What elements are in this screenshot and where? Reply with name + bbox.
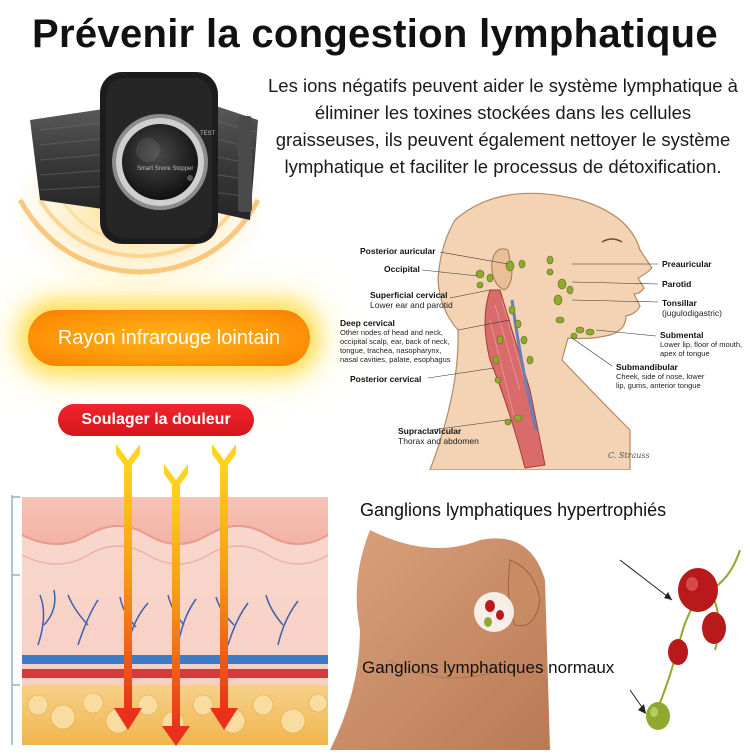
- label-posterior-cervical: Posterior cervical: [350, 374, 421, 384]
- arrow-right: [210, 444, 238, 730]
- neck-photo: [330, 520, 560, 750]
- label-tonsillar: Tonsillar: [662, 298, 697, 308]
- illustrator-signature: C. Strauss: [608, 451, 650, 460]
- label-parotid: Parotid: [662, 279, 691, 289]
- label-superficial-cervical: Superficial cervical: [370, 290, 448, 300]
- label-tonsillar-desc: (jugulodigastric): [662, 308, 722, 318]
- snore-stopper-device-image: Smart Snore Stopper TEST: [0, 60, 270, 295]
- label-supraclavicular: Supraclavicular: [398, 426, 462, 436]
- infrared-arrows: [114, 444, 238, 746]
- label-submental: Submental: [660, 330, 703, 340]
- normal-nodes-label: Ganglions lymphatiques normaux: [362, 658, 615, 677]
- neck-lymph-anatomy-illustration: Posterior auricular Occipital Superficia…: [340, 190, 745, 471]
- arrow-left: [114, 444, 142, 730]
- label-deep-cervical: Deep cervical: [340, 318, 395, 328]
- device-brand-text: Smart Snore Stopper: [137, 166, 193, 172]
- label-deep-cervical-desc: Other nodes of head and neck, occipital …: [340, 328, 451, 364]
- label-submental-desc: Lower lip, floor of mouth, apex of tongu…: [660, 340, 743, 358]
- enlarged-nodes-label: Ganglions lymphatiques hypertrophiés: [360, 500, 667, 520]
- label-superficial-cervical-desc: Lower ear and parotid: [370, 300, 453, 310]
- lymph-nodes-illustration: [560, 540, 750, 750]
- label-preauricular: Preauricular: [662, 259, 712, 269]
- label-occipital: Occipital: [384, 264, 420, 274]
- label-supraclavicular-desc: Thorax and abdomen: [398, 436, 479, 446]
- pain-relief-badge: Soulager la douleur: [58, 404, 254, 436]
- device-side-text: TEST: [200, 131, 216, 137]
- label-submandibular-desc: Cheek, side of nose, lower lip, gums, an…: [616, 372, 705, 390]
- page-title: Prévenir la congestion lymphatique: [32, 12, 718, 56]
- intro-paragraph: Les ions négatifs peuvent aider le systè…: [268, 75, 738, 177]
- label-posterior-auricular: Posterior auricular: [360, 246, 436, 256]
- arrow-middle: [162, 464, 190, 746]
- infrared-label-pill: Rayon infrarouge lointain: [28, 310, 310, 366]
- label-submandibular: Submandibular: [616, 362, 679, 372]
